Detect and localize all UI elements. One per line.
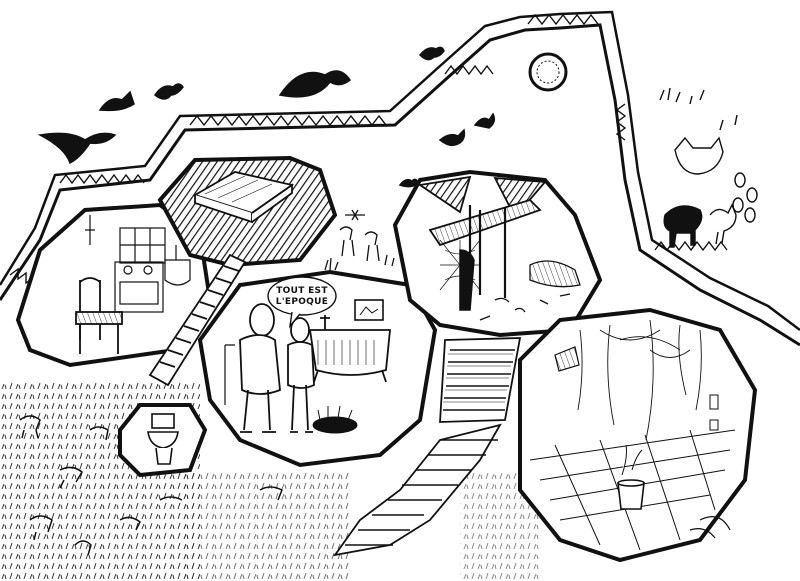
chair-icon [75, 277, 123, 354]
small-animal-icon [259, 486, 283, 501]
broken-beams [417, 175, 547, 298]
small-animal-icon [89, 426, 109, 441]
bathtub-icon [308, 315, 391, 383]
bird-icon [398, 178, 419, 188]
hanging-wires [577, 319, 702, 441]
speech-bubble-line-2: L'EPOQUE [276, 297, 328, 307]
bird-icon [278, 70, 352, 98]
cat-icon [709, 203, 737, 245]
room-kitchen [15, 202, 213, 368]
zigzag-pattern [9, 13, 728, 285]
bird-icon [438, 128, 466, 147]
bucket-icon [617, 444, 645, 510]
hanging-figure [459, 249, 475, 311]
small-figure-icon [339, 226, 355, 257]
water-pipe [85, 215, 95, 245]
speech-bubble-line-1: TOUT EST [276, 286, 328, 296]
small-animal-icon [159, 496, 183, 501]
surface-plants-figures [324, 209, 395, 271]
fox-icon [674, 136, 724, 175]
character-woman [287, 317, 315, 433]
ground-creatures [19, 415, 283, 556]
sun-circle-icon [528, 52, 568, 92]
dog-icon [663, 205, 703, 248]
room-bathroom: TOUT EST L'EPOQUE [197, 269, 438, 468]
speech-bubble: TOUT EST L'EPOQUE [267, 276, 337, 329]
framed-picture-icon [354, 299, 384, 321]
small-window-icon [554, 346, 580, 372]
floor-pipes [689, 516, 731, 539]
grass-tufts [659, 87, 738, 131]
surface-animals [659, 87, 758, 248]
character-bald-man [239, 303, 281, 433]
small-animal-icon [19, 415, 41, 439]
small-animal-icon [74, 540, 92, 556]
bird-icon [418, 46, 445, 61]
small-figure-icon [364, 231, 380, 262]
bird-icon [37, 132, 117, 165]
sky-creatures [37, 46, 496, 188]
egg-icons [732, 172, 758, 223]
stairs-lower [332, 423, 502, 557]
small-animal-icon [29, 515, 53, 541]
door-frame [224, 344, 235, 405]
bottom-ground-grass [180, 470, 350, 581]
sink-icon [164, 245, 191, 286]
toilet-icon [147, 413, 179, 465]
ground-surface-band [0, 10, 800, 347]
room-empty-cellar [518, 307, 758, 563]
wall-switch-icon [709, 394, 719, 431]
plunger-hole [312, 405, 358, 434]
stairs-upper [439, 337, 522, 423]
bird-icon [473, 112, 496, 129]
mattress-icon [192, 171, 295, 224]
small-animal-icon [59, 466, 83, 489]
room-attic-ruins [392, 169, 603, 338]
kitchen-cabinets [114, 227, 166, 313]
bird-icon [98, 90, 135, 112]
dragonfly-icon [345, 209, 365, 221]
debris-pile [479, 260, 581, 321]
wooden-ladder [148, 253, 247, 387]
small-animal-icon [119, 516, 141, 531]
grass-tufts [324, 254, 395, 271]
bird-icon [153, 83, 184, 100]
room-toilet [118, 403, 208, 478]
room-bedroom [157, 155, 338, 268]
